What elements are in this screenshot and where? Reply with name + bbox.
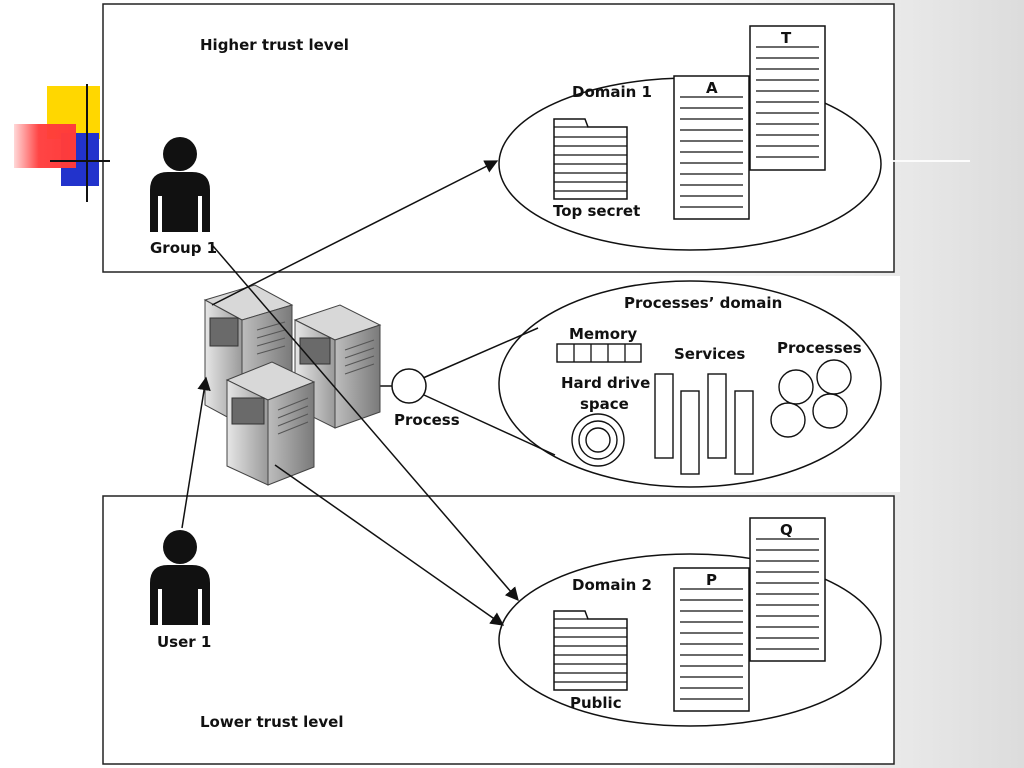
group-label: Group 1	[150, 239, 217, 257]
services-label: Services	[674, 345, 745, 363]
hard-drive-label-line2: space	[580, 395, 629, 413]
hard-drive-disk-icon	[571, 413, 625, 467]
processes-circles-icon	[770, 359, 852, 438]
domain2-title: Domain 2	[572, 576, 652, 594]
document-t-icon	[749, 25, 826, 171]
document-t-label: T	[781, 29, 792, 47]
server-front-icon	[225, 361, 316, 486]
process-label: Process	[394, 411, 460, 429]
server-back-right-icon	[293, 304, 382, 429]
arrow-servers-to-domain2	[274, 464, 505, 626]
user-person-icon	[150, 530, 210, 625]
process-node	[391, 368, 427, 404]
group-person-icon	[150, 137, 210, 232]
processes-label: Processes	[777, 339, 862, 357]
document-p-label: P	[706, 571, 717, 589]
public-label: Public	[570, 694, 622, 712]
arrow-group-to-domain2	[212, 245, 519, 602]
processes-domain-title: Processes’ domain	[624, 294, 782, 312]
services-bars-icon	[654, 373, 754, 475]
domain1-title: Domain 1	[572, 83, 652, 101]
document-q-label: Q	[780, 521, 793, 539]
hard-drive-label-line1: Hard drive	[561, 374, 650, 392]
arrow-servers-to-domain1	[211, 160, 499, 306]
document-p-icon	[673, 567, 750, 712]
document-a-icon	[673, 75, 750, 220]
document-a-label: A	[706, 79, 718, 97]
user-label: User 1	[157, 633, 211, 651]
lower-trust-label: Lower trust level	[200, 713, 344, 731]
public-folder-icon	[553, 610, 628, 691]
higher-trust-label: Higher trust level	[200, 36, 349, 54]
arrow-user-to-servers	[181, 376, 211, 529]
memory-blocks-icon	[556, 343, 642, 363]
document-q-icon	[749, 517, 826, 662]
processes-domain-ellipse	[498, 280, 882, 488]
top-secret-folder-icon	[553, 118, 628, 200]
top-secret-label: Top secret	[553, 202, 640, 220]
memory-label: Memory	[569, 325, 637, 343]
